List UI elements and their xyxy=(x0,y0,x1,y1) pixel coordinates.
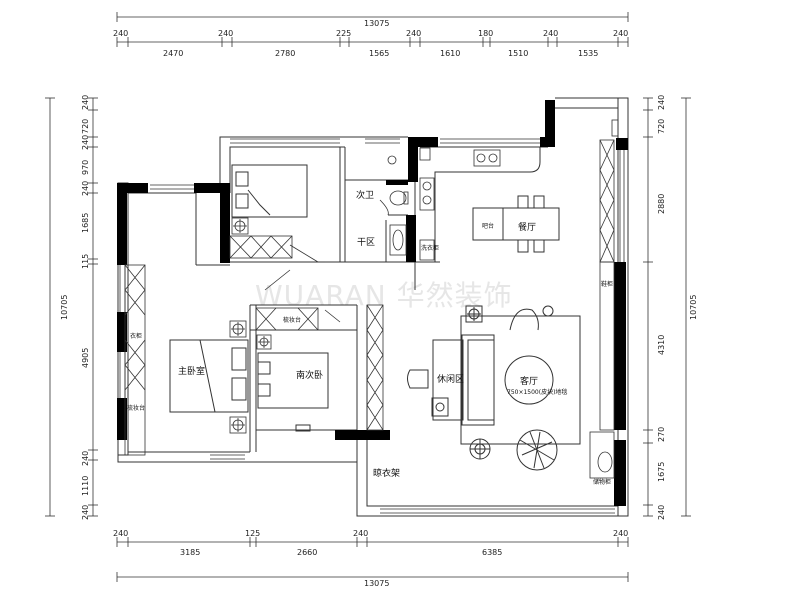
dim-top-r1-6: 240 xyxy=(613,29,628,38)
dim-right-4: 270 xyxy=(657,427,666,442)
dim-top-r1-1: 240 xyxy=(218,29,233,38)
label-dining: 餐厅 xyxy=(518,221,536,233)
dim-top-total: 13075 xyxy=(364,19,389,28)
label-wash-cabinet: 洗衣柜 xyxy=(421,244,439,252)
dim-left-3: 970 xyxy=(81,160,90,175)
dim-top-r1-4: 180 xyxy=(478,29,493,38)
lounge-table xyxy=(432,339,464,421)
dim-right-6: 240 xyxy=(657,505,666,520)
label-second-bath: 次卫 xyxy=(356,189,374,201)
dim-left-total: 10705 xyxy=(60,295,69,320)
label-storage: 储物柜 xyxy=(593,478,611,486)
dim-right-2: 2880 xyxy=(657,194,666,214)
dim-top-r1-2: 225 xyxy=(336,29,351,38)
dim-bottom-r1-1: 125 xyxy=(245,529,260,538)
dim-right-1: 720 xyxy=(657,119,666,134)
label-counter: 吧台 xyxy=(482,222,494,230)
label-dresser: 梳妆台 xyxy=(127,404,145,412)
dim-top-r2-1: 2780 xyxy=(275,49,295,58)
label-shoe-cabinet: 鞋柜 xyxy=(601,280,613,288)
structural-walls xyxy=(117,100,628,506)
sofa xyxy=(461,334,495,426)
dim-left-7: 4905 xyxy=(81,348,90,368)
dim-top-r2-0: 2470 xyxy=(163,49,183,58)
beds xyxy=(169,164,329,432)
dim-top-r1-5: 240 xyxy=(543,29,558,38)
label-carpet-note: 750×1500(皮块)地毯 xyxy=(507,388,567,396)
dim-bottom-total: 13075 xyxy=(364,579,389,588)
wardrobes xyxy=(124,139,615,456)
top-dimensions: 13075 240 240 225 240 180 240 240 2470 2… xyxy=(113,12,629,58)
dim-top-r1-3: 240 xyxy=(406,29,421,38)
dim-left-4: 240 xyxy=(81,181,90,196)
dim-left-8: 240 xyxy=(81,451,90,466)
lamps xyxy=(229,217,272,434)
living-furniture xyxy=(407,305,581,471)
bath-fixtures xyxy=(387,119,619,479)
dim-top-r2-4: 1510 xyxy=(508,49,528,58)
dim-top-r1-0: 240 xyxy=(113,29,128,38)
dim-bottom-r1-3: 240 xyxy=(613,529,628,538)
dim-top-r2-2: 1565 xyxy=(369,49,389,58)
rug xyxy=(460,315,581,445)
label-dry-area: 干区 xyxy=(357,237,375,248)
doors xyxy=(264,199,389,323)
windows xyxy=(119,138,625,514)
dim-right-0: 240 xyxy=(657,95,666,110)
dim-right-3: 4310 xyxy=(657,335,666,355)
label-leisure-area: 休闲区 xyxy=(437,373,464,385)
dim-left-6: 115 xyxy=(81,254,90,269)
right-dimensions: 240 720 2880 4310 270 1675 240 10705 xyxy=(643,95,698,520)
dim-top-r2-5: 1535 xyxy=(578,49,598,58)
second-bed xyxy=(257,352,329,409)
round-table xyxy=(504,355,554,405)
dim-top-r2-3: 1610 xyxy=(440,49,460,58)
dim-left-10: 240 xyxy=(81,505,90,520)
dining-table xyxy=(472,207,560,241)
dim-left-0: 240 xyxy=(81,95,90,110)
dim-bottom-r2-1: 2660 xyxy=(297,548,317,557)
dining-set xyxy=(472,195,560,253)
label-wardrobe: 衣柜 xyxy=(130,332,142,340)
label-south-second-bedroom: 南次卧 xyxy=(296,369,323,381)
north-bed xyxy=(231,164,308,218)
label-drying-rack: 晾衣架 xyxy=(373,467,400,479)
dim-left-5: 1685 xyxy=(81,213,90,233)
label-master-bedroom: 主卧室 xyxy=(178,365,205,377)
dim-bottom-r1-0: 240 xyxy=(113,529,128,538)
dim-bottom-r1-2: 240 xyxy=(353,529,368,538)
dim-left-9: 1110 xyxy=(81,476,90,496)
label-dressing-table: 梳妆台 xyxy=(283,316,301,324)
dim-right-5: 1675 xyxy=(657,462,666,482)
left-dimensions: 10705 240 720 240 970 240 1685 115 4905 … xyxy=(45,95,98,520)
dim-right-total: 10705 xyxy=(689,295,698,320)
label-living-room: 客厅 xyxy=(520,375,538,387)
dim-bottom-r2-2: 6385 xyxy=(482,548,502,557)
dim-left-1: 720 xyxy=(81,119,90,134)
dim-bottom-r2-0: 3185 xyxy=(180,548,200,557)
master-bed xyxy=(169,339,249,413)
papasan-chair xyxy=(516,429,558,471)
dim-left-2: 240 xyxy=(81,135,90,150)
bottom-dimensions: 240 125 240 240 3185 2660 6385 13075 xyxy=(113,529,629,588)
